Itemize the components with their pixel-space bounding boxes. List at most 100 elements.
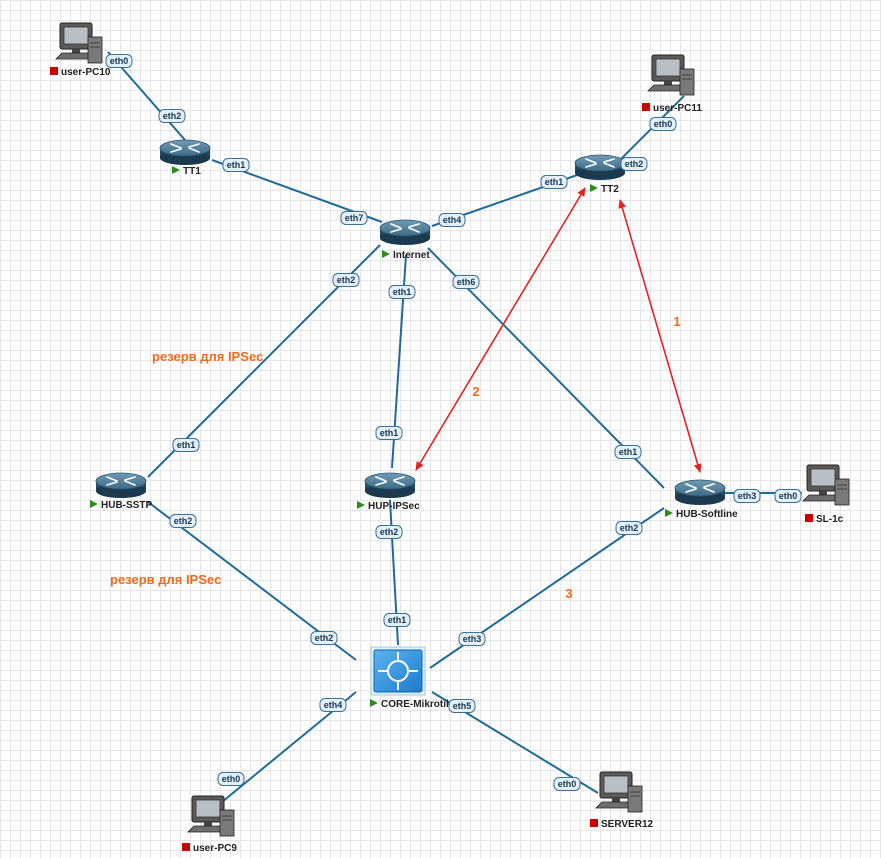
node-label: TT1 (183, 166, 201, 177)
status-stopped-icon (642, 103, 650, 111)
port-label-TT1-eth2[interactable]: eth2 (158, 109, 186, 123)
router-icon (364, 472, 416, 498)
switch-arrows-icon (378, 652, 418, 690)
annotation-reserve-ipsec-lower: резерв для IPSec (110, 572, 221, 587)
node-HUB-Softline[interactable]: HUB-Softline (665, 479, 738, 520)
port-text: eth1 (388, 615, 407, 625)
tunnel-label-3: 3 (565, 586, 572, 601)
node-TT2[interactable]: TT2 (574, 154, 626, 195)
router-arrows-icon (585, 158, 615, 168)
node-CORE-Mikrotik[interactable]: CORE-Mikrotik (370, 646, 452, 710)
router-arrows-icon (106, 476, 136, 486)
port-text: eth7 (345, 213, 364, 223)
router-arrows-icon (375, 476, 405, 486)
port-label-CORE-Mikrotik-eth5[interactable]: eth5 (448, 699, 476, 713)
node-label: SL-1c (816, 514, 844, 525)
port-label-HUB-Softline-eth2[interactable]: eth2 (615, 521, 643, 535)
node-SERVER12[interactable]: SERVER12 (590, 771, 654, 830)
port-label-HUB-SSTP-eth1[interactable]: eth1 (172, 438, 200, 452)
port-text: eth2 (337, 275, 356, 285)
port-label-Internet-eth6[interactable]: eth6 (452, 275, 480, 289)
port-label-CORE-Mikrotik-eth3[interactable]: eth3 (458, 632, 486, 646)
port-label-TT2-eth2[interactable]: eth2 (620, 157, 648, 171)
node-label: HUB-Softline (676, 509, 738, 520)
port-label-SL-1c-eth0[interactable]: eth0 (774, 489, 802, 503)
tunnel-label-1: 1 (673, 314, 680, 329)
status-stopped-icon (50, 67, 58, 75)
port-label-HUB-Softline-eth1[interactable]: eth1 (614, 445, 642, 459)
status-running-icon (172, 166, 180, 174)
port-text: eth6 (457, 277, 476, 287)
tunnels-layer: 1 2 3 (415, 187, 702, 601)
links-layer (107, 51, 802, 803)
port-text: eth0 (222, 774, 241, 784)
node-label: HUP-IPSec (368, 501, 420, 512)
port-label-user-PC9-eth0[interactable]: eth0 (217, 772, 245, 786)
pc-icon (647, 54, 695, 96)
port-text: eth3 (463, 634, 482, 644)
pc-icon (55, 22, 103, 64)
port-label-HUP-IPSec-eth1[interactable]: eth1 (375, 426, 403, 440)
node-label: HUB-SSTP (101, 500, 152, 511)
port-label-Internet-eth7[interactable]: eth7 (340, 211, 368, 225)
status-running-icon (665, 509, 673, 517)
node-user-PC10[interactable]: user-PC10 (50, 22, 111, 78)
port-text: eth0 (779, 491, 798, 501)
node-TT1[interactable]: TT1 (159, 139, 211, 177)
annotations-layer: резерв для IPSec резерв для IPSec (110, 349, 263, 587)
tunnel-arrow-1[interactable] (618, 199, 702, 473)
router-arrows-icon (685, 483, 715, 493)
status-running-icon (370, 699, 378, 707)
port-label-HUB-Softline-eth3[interactable]: eth3 (733, 489, 761, 503)
port-text: eth1 (227, 160, 246, 170)
port-label-Internet-eth4[interactable]: eth4 (438, 213, 466, 227)
pc-icon (802, 464, 850, 506)
pc-icon (595, 771, 643, 813)
port-label-Internet-eth2[interactable]: eth2 (332, 273, 360, 287)
port-text: eth1 (393, 287, 412, 297)
port-label-HUP-IPSec-eth2[interactable]: eth2 (375, 525, 403, 539)
status-stopped-icon (805, 514, 813, 522)
port-text: eth1 (545, 177, 564, 187)
port-text: eth0 (558, 779, 577, 789)
port-text: eth4 (443, 215, 462, 225)
port-label-user-PC10-eth0[interactable]: eth0 (105, 54, 133, 68)
port-text: eth5 (453, 701, 472, 711)
port-text: eth2 (174, 516, 193, 526)
port-label-TT2-eth1[interactable]: eth1 (540, 175, 568, 189)
port-label-user-PC11-eth0[interactable]: eth0 (649, 117, 677, 131)
tunnel-label-2: 2 (472, 384, 479, 399)
port-label-SERVER12-eth0[interactable]: eth0 (553, 777, 581, 791)
node-HUP-IPSec[interactable]: HUP-IPSec (357, 472, 420, 512)
router-icon (574, 154, 626, 180)
port-text: eth1 (177, 440, 196, 450)
port-text: eth2 (620, 523, 639, 533)
port-label-Internet-eth1[interactable]: eth1 (388, 285, 416, 299)
pc-icon (187, 795, 235, 837)
port-label-CORE-Mikrotik-eth1[interactable]: eth1 (383, 613, 411, 627)
node-user-PC9[interactable]: user-PC9 (182, 795, 237, 854)
router-arrows-icon (390, 223, 420, 233)
node-Internet[interactable]: Internet (379, 219, 431, 261)
node-user-PC11[interactable]: user-PC11 (642, 54, 702, 114)
port-label-TT1-eth1[interactable]: eth1 (222, 158, 250, 172)
router-arrows-icon (170, 143, 200, 153)
annotation-reserve-ipsec-upper: резерв для IPSec (152, 349, 263, 364)
status-running-icon (357, 501, 365, 509)
port-text: eth2 (315, 633, 334, 643)
port-label-CORE-Mikrotik-eth4[interactable]: eth4 (319, 698, 347, 712)
tunnel-arrow-2[interactable] (415, 187, 586, 471)
node-HUB-SSTP[interactable]: HUB-SSTP (90, 472, 152, 511)
status-stopped-icon (182, 843, 190, 851)
switch-icon (370, 646, 426, 696)
node-SL-1c[interactable]: SL-1c (802, 464, 850, 525)
ports-layer: eth0 eth2 eth1 eth7 eth0 eth2 eth4 eth1 eth2 eth1… (105, 54, 802, 791)
node-label: user-PC10 (61, 67, 111, 78)
port-text: eth4 (324, 700, 343, 710)
port-label-HUB-SSTP-eth2[interactable]: eth2 (169, 514, 197, 528)
status-running-icon (382, 250, 390, 258)
port-text: eth1 (619, 447, 638, 457)
port-text: eth3 (738, 491, 757, 501)
port-label-CORE-Mikrotik-eth2[interactable]: eth2 (310, 631, 338, 645)
